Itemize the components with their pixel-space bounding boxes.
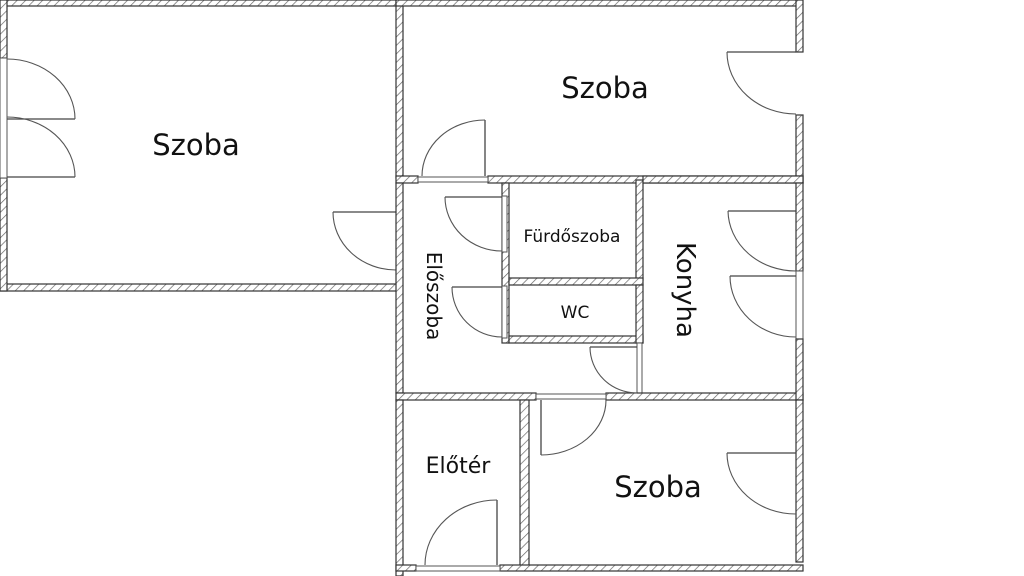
room-label: Előszoba (422, 252, 446, 341)
wall (508, 335, 644, 344)
wall (499, 564, 804, 572)
room-label: Szoba (152, 128, 240, 162)
bottom-walls (395, 399, 804, 576)
wall (642, 175, 804, 184)
room-label: Előtér (426, 454, 492, 479)
wall (395, 182, 404, 394)
wall (0, 0, 403, 7)
wall (795, 0, 804, 53)
room-label: Szoba (561, 71, 649, 105)
door-bathroom (444, 196, 503, 252)
room-label: Szoba (614, 470, 702, 504)
kitchen-walls (642, 175, 804, 401)
wall (395, 0, 404, 179)
wall (795, 182, 804, 272)
wall (508, 277, 644, 286)
wall (395, 564, 417, 572)
door-left-upper (6, 58, 76, 120)
room-label: Konyha (670, 242, 700, 338)
wall (605, 392, 804, 401)
wall (795, 114, 804, 184)
door-top-room-bottom (421, 119, 486, 177)
wall (635, 179, 644, 281)
room-left (0, 0, 404, 292)
door-kitchen-upper (727, 210, 797, 272)
wall (795, 338, 804, 401)
entrance-opening (415, 565, 501, 572)
wall (395, 0, 803, 7)
room-label: Fürdőszoba (524, 227, 621, 247)
wall (635, 284, 644, 344)
window-opening (795, 270, 804, 340)
door-wc (451, 286, 503, 338)
door-opening (501, 195, 508, 253)
wall (0, 0, 8, 59)
door-bottom-room-right (726, 452, 797, 515)
door-opening (501, 285, 508, 339)
door-left-lower (6, 116, 76, 178)
door-top-room-right (726, 51, 797, 115)
wall (395, 392, 537, 401)
wall (395, 175, 419, 184)
wall (795, 399, 804, 563)
door-kitchen-hall (589, 346, 638, 394)
door-left-to-hall (332, 211, 397, 271)
door-entrance (424, 499, 498, 566)
door-bottom-room-top (540, 399, 607, 456)
door-opening (417, 176, 489, 183)
wall (0, 177, 8, 292)
wall (395, 399, 404, 576)
door-kitchen-lower (729, 275, 797, 338)
wall (0, 283, 403, 292)
wall (519, 399, 530, 569)
window-opening (0, 57, 8, 179)
hallway-walls (395, 179, 804, 401)
door-opening (636, 342, 643, 396)
door-opening (535, 393, 607, 400)
room-label: WC (561, 303, 590, 323)
wall (501, 182, 510, 344)
